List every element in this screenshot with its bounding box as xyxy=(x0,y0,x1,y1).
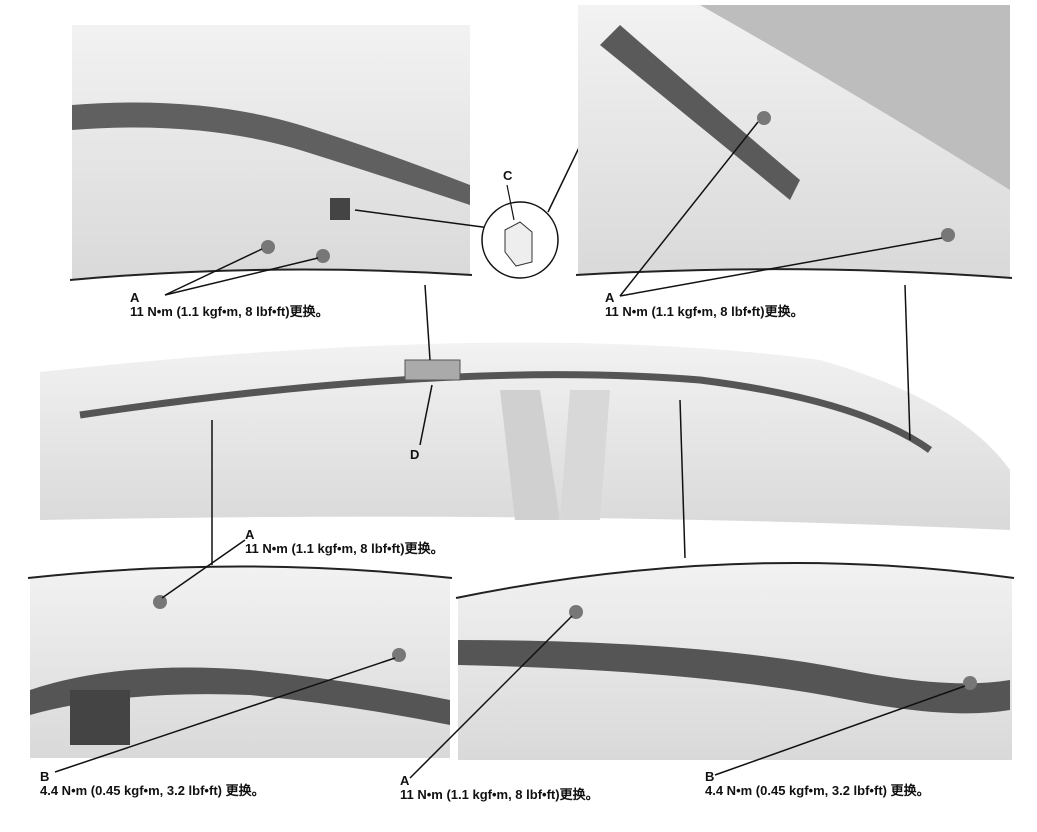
bolt-a-icon xyxy=(153,595,167,609)
torque-spec: 11 N•m (1.1 kgf•m, 8 lbf•ft)更换。 xyxy=(400,787,599,802)
callout-letter: B xyxy=(705,769,715,784)
callout-top-left: A 11 N•m (1.1 kgf•m, 8 lbf•ft)更换。 xyxy=(130,291,329,319)
callout-letter: A xyxy=(605,290,615,305)
label-clip-c: C xyxy=(503,168,513,183)
bolt-b-icon xyxy=(392,648,406,662)
torque-spec: 4.4 N•m (0.45 kgf•m, 3.2 lbf•ft) 更换。 xyxy=(705,783,930,798)
label-cover-d: D xyxy=(410,447,420,462)
detail-panel-top-right xyxy=(575,5,1013,297)
callout-bottom-center: A 11 N•m (1.1 kgf•m, 8 lbf•ft)更换。 xyxy=(400,774,599,802)
callout-letter: A xyxy=(130,290,140,305)
callout-letter: A xyxy=(400,773,410,788)
overview-panel-roof-rail xyxy=(40,284,1010,565)
clip-c-detail xyxy=(481,51,626,279)
torque-spec: 11 N•m (1.1 kgf•m, 8 lbf•ft)更换。 xyxy=(245,541,444,556)
detail-panel-bottom-right xyxy=(409,562,1015,779)
detail-panel-top-left xyxy=(69,25,491,296)
cover-d xyxy=(404,359,461,381)
callout-middle: A 11 N•m (1.1 kgf•m, 8 lbf•ft)更换。 xyxy=(245,528,444,556)
torque-spec: 11 N•m (1.1 kgf•m, 8 lbf•ft)更换。 xyxy=(605,304,804,319)
detail-panel-bottom-left xyxy=(27,539,453,773)
bolt-b-icon xyxy=(963,676,977,690)
torque-spec: 4.4 N•m (0.45 kgf•m, 3.2 lbf•ft) 更换。 xyxy=(40,783,265,798)
bolt-a-icon xyxy=(569,605,583,619)
callout-letter: B xyxy=(40,769,50,784)
callout-bottom-right: B 4.4 N•m (0.45 kgf•m, 3.2 lbf•ft) 更换。 xyxy=(705,770,930,798)
bolt-a-icon xyxy=(316,249,330,263)
callout-top-right: A 11 N•m (1.1 kgf•m, 8 lbf•ft)更换。 xyxy=(605,291,804,319)
bolt-a-icon xyxy=(941,228,955,242)
bolt-a-icon xyxy=(757,111,771,125)
torque-spec: 11 N•m (1.1 kgf•m, 8 lbf•ft)更换。 xyxy=(130,304,329,319)
callout-letter: A xyxy=(245,527,255,542)
bolt-a-icon xyxy=(261,240,275,254)
clip-c-installed xyxy=(330,198,350,220)
callout-bottom-left: B 4.4 N•m (0.45 kgf•m, 3.2 lbf•ft) 更换。 xyxy=(40,770,265,798)
